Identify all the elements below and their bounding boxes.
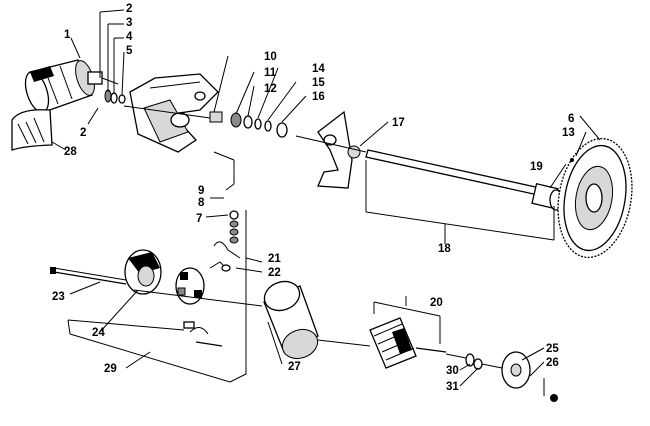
brush-holder [175,267,205,305]
through-bolt [50,267,127,285]
end-cap [124,249,162,295]
callout-20: 20 [430,297,443,309]
end-cover [501,351,558,402]
callout-11: 11 [264,67,277,79]
callout-24: 24 [92,327,105,339]
callout-29: 29 [104,363,117,375]
callout-1: 1 [64,29,71,41]
drive-shaft [295,135,563,211]
starter-motor [24,59,119,113]
callout-28: 28 [64,146,77,158]
callout-17: 17 [392,117,405,129]
armature [369,317,447,369]
callout-15: 15 [312,77,325,89]
assembly-axis-lines [123,105,503,369]
gear-set [209,111,288,138]
callout-23: 23 [52,291,65,303]
ring-gear [557,137,633,259]
callout-2-top: 2 [126,3,132,15]
callout-5: 5 [126,45,133,57]
leader-lines [51,9,601,396]
armature-washers [465,353,483,370]
callout-4: 4 [126,31,133,43]
callout-22: 22 [268,267,281,279]
callout-9: 9 [198,185,204,197]
callout-16: 16 [312,91,325,103]
callout-6: 6 [568,113,574,125]
callout-14: 14 [312,63,325,75]
motor-cover [11,109,53,151]
motor-housing [263,280,319,360]
callout-12: 12 [264,83,277,95]
brush-small-parts [183,321,223,347]
callout-7: 7 [196,213,202,225]
callout-19: 19 [530,161,543,173]
callout-3: 3 [126,17,132,29]
callout-18: 18 [438,243,451,255]
callout-31: 31 [446,381,459,393]
callout-25: 25 [546,343,559,355]
mounting-plate [317,110,361,189]
callout-2-bottom: 2 [80,127,86,139]
callout-21: 21 [268,253,281,265]
callout-30: 30 [446,365,459,377]
callout-10: 10 [264,51,277,63]
callout-13: 13 [562,127,575,139]
fastener-hardware [209,210,241,272]
callout-labels: 1 2 3 4 5 2 28 10 11 12 14 15 16 9 8 17 … [52,3,575,393]
callout-26: 26 [546,357,559,369]
callout-8: 8 [198,197,205,209]
callout-27: 27 [288,361,301,373]
